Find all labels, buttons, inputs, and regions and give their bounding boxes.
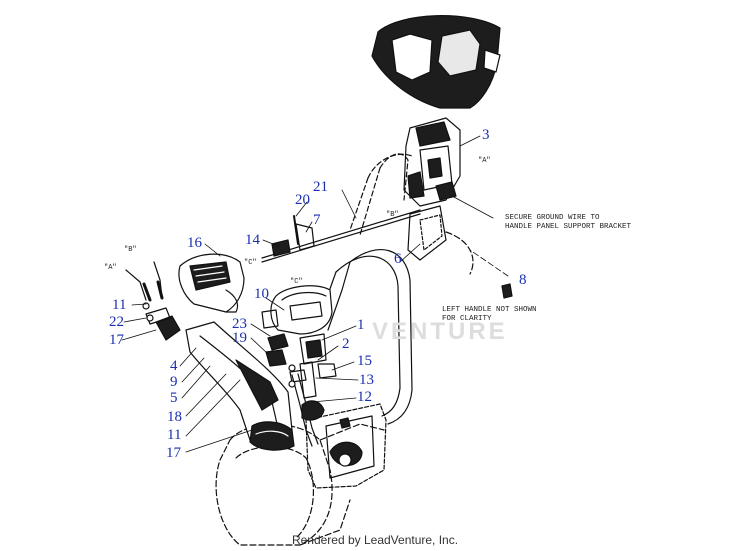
- chute-rod: [261, 209, 421, 263]
- shift-rod: [291, 373, 325, 447]
- callout-10[interactable]: 10: [254, 286, 269, 302]
- callout-16[interactable]: 16: [187, 235, 202, 251]
- callout-5[interactable]: 5: [170, 390, 178, 406]
- callout-23[interactable]: 22: [109, 314, 124, 330]
- callout-13[interactable]: 13: [359, 372, 374, 388]
- watermark: VENTURE: [372, 318, 508, 345]
- ground-wire-note: SECURE GROUND WIRE TO HANDLE PANEL SUPPO…: [505, 214, 632, 231]
- fastener-8: [501, 283, 513, 299]
- callout-19[interactable]: 18: [167, 409, 182, 425]
- callout-21[interactable]: 20: [295, 192, 310, 208]
- callout-9[interactable]: 9: [170, 374, 178, 390]
- reservoir: [261, 285, 333, 335]
- callout-6[interactable]: 6: [394, 251, 402, 267]
- chute-deflector: [178, 253, 245, 313]
- callout-11-top[interactable]: 11: [112, 297, 127, 313]
- ref-a-left: "A": [104, 264, 117, 272]
- callout-7[interactable]: 7: [313, 212, 321, 228]
- callout-4[interactable]: 4: [170, 358, 178, 374]
- render-credit: Rendered by LeadVenture, Inc.: [291, 533, 459, 547]
- callout-15[interactable]: 15: [357, 353, 372, 369]
- callout-17[interactable]: 17: [166, 445, 181, 461]
- chute-cables: [125, 261, 164, 302]
- support-bracket: [407, 205, 474, 275]
- callout-22[interactable]: 21: [313, 179, 328, 195]
- upper-handle: [349, 153, 413, 236]
- callout-1[interactable]: 1: [357, 317, 365, 333]
- ref-c-left: "C": [244, 259, 257, 267]
- callout-11-bottom[interactable]: 11: [167, 427, 182, 443]
- callout-14[interactable]: 14: [245, 232, 260, 248]
- callout-24[interactable]: 23: [232, 316, 247, 332]
- dash-panel: [371, 15, 501, 109]
- ref-a-top: "A": [478, 157, 491, 165]
- ref-b-left: "B": [124, 246, 137, 254]
- chute-pinion: [142, 302, 181, 341]
- discharge-chute: [185, 321, 295, 451]
- control-housing: [403, 117, 461, 207]
- callout-8[interactable]: 8: [519, 272, 527, 288]
- callout-20[interactable]: 19: [232, 330, 247, 346]
- callout-3[interactable]: 3: [482, 127, 490, 143]
- callout-2[interactable]: 2: [342, 336, 350, 352]
- leader-lines: [121, 135, 509, 453]
- small-parts: [265, 333, 296, 388]
- frame-housing: [305, 403, 387, 489]
- ref-b-top: "B": [386, 211, 399, 219]
- ref-c-right: "C": [290, 278, 303, 286]
- callout-12[interactable]: 12: [357, 389, 372, 405]
- shift-bracket: [289, 333, 337, 399]
- callout-18[interactable]: 17: [109, 332, 124, 348]
- left-handle-note: LEFT HANDLE NOT SHOWN FOR CLARITY: [442, 306, 537, 323]
